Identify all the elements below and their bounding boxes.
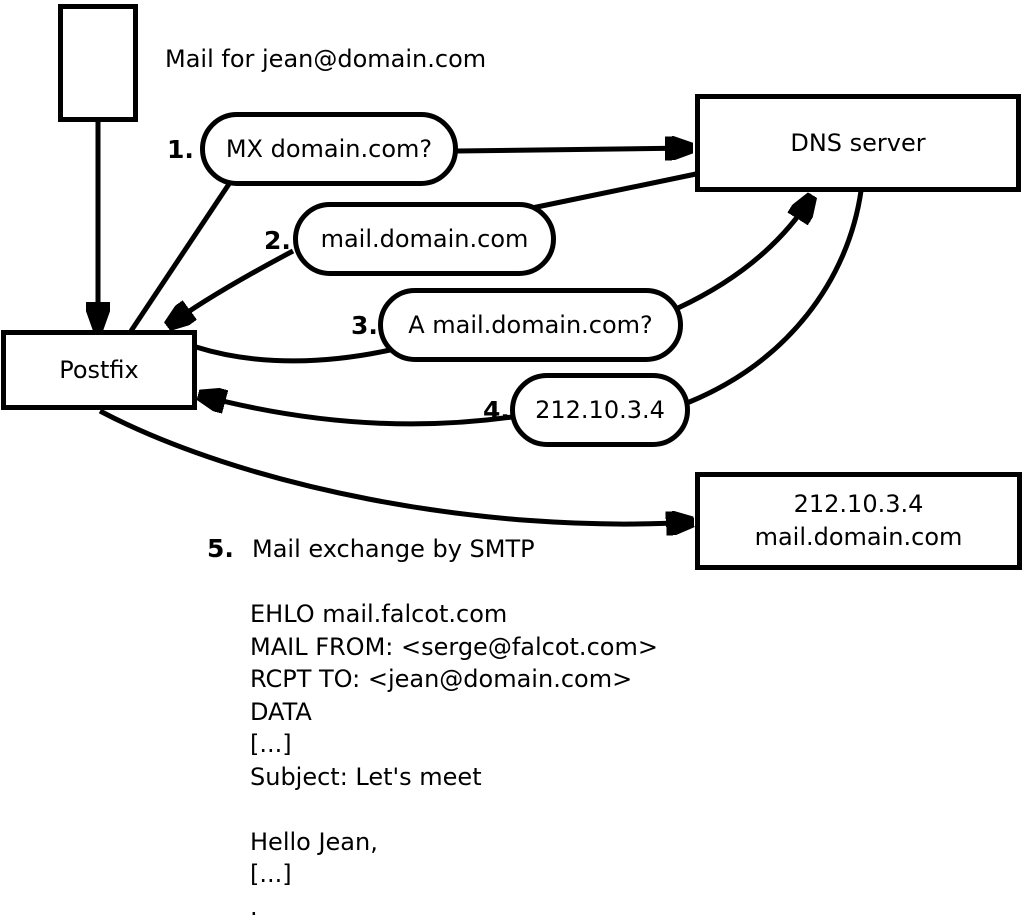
arrow-pill4-to-postfix (199, 395, 513, 427)
dns-server-box-text: DNS server (790, 129, 926, 157)
response-pill-ip: 212.10.3.4 (510, 373, 690, 447)
query-pill-a-record: A mail.domain.com? (378, 288, 683, 362)
response-pill-ip-text: 212.10.3.4 (535, 396, 665, 424)
mail-server-hostname: mail.domain.com (754, 523, 963, 551)
line-dns-to-pill2 (531, 171, 697, 211)
mail-server-box: 212.10.3.4 mail.domain.com (695, 472, 1022, 570)
query-pill-mx-text: MX domain.com? (225, 135, 433, 163)
step-number-5: 5. (207, 534, 234, 563)
arrow-pill2-to-postfix (168, 248, 295, 326)
arrow-pill1-to-dns (456, 148, 692, 151)
postfix-box: Postfix (1, 330, 197, 410)
postfix-box-text: Postfix (59, 356, 139, 384)
arrow-postfix-to-mailserver (98, 408, 693, 524)
query-pill-mx: MX domain.com? (200, 112, 458, 186)
query-pill-a-record-text: A mail.domain.com? (408, 311, 653, 339)
mail-server-ip: 212.10.3.4 (793, 490, 924, 518)
response-pill-mailhost: mail.domain.com (293, 202, 556, 276)
step-number-3: 3. (351, 311, 378, 340)
line-dns-to-pill4 (686, 190, 864, 406)
line-postfix-to-pill1 (128, 182, 232, 333)
mail-for-label: Mail for jean@domain.com (165, 45, 487, 73)
smtp-exchange-label: Mail exchange by SMTP (252, 535, 535, 563)
mail-message-box (58, 4, 138, 122)
step-number-1: 1. (167, 135, 194, 164)
dns-server-box: DNS server (695, 94, 1021, 192)
line-postfix-to-pill3 (195, 344, 391, 364)
arrow-pill3-to-dns (676, 196, 812, 311)
smtp-transcript: EHLO mail.falcot.com MAIL FROM: <serge@f… (250, 600, 658, 919)
step-number-4: 4. (483, 396, 510, 425)
response-pill-mailhost-text: mail.domain.com (320, 225, 529, 253)
step-number-2: 2. (264, 226, 291, 255)
